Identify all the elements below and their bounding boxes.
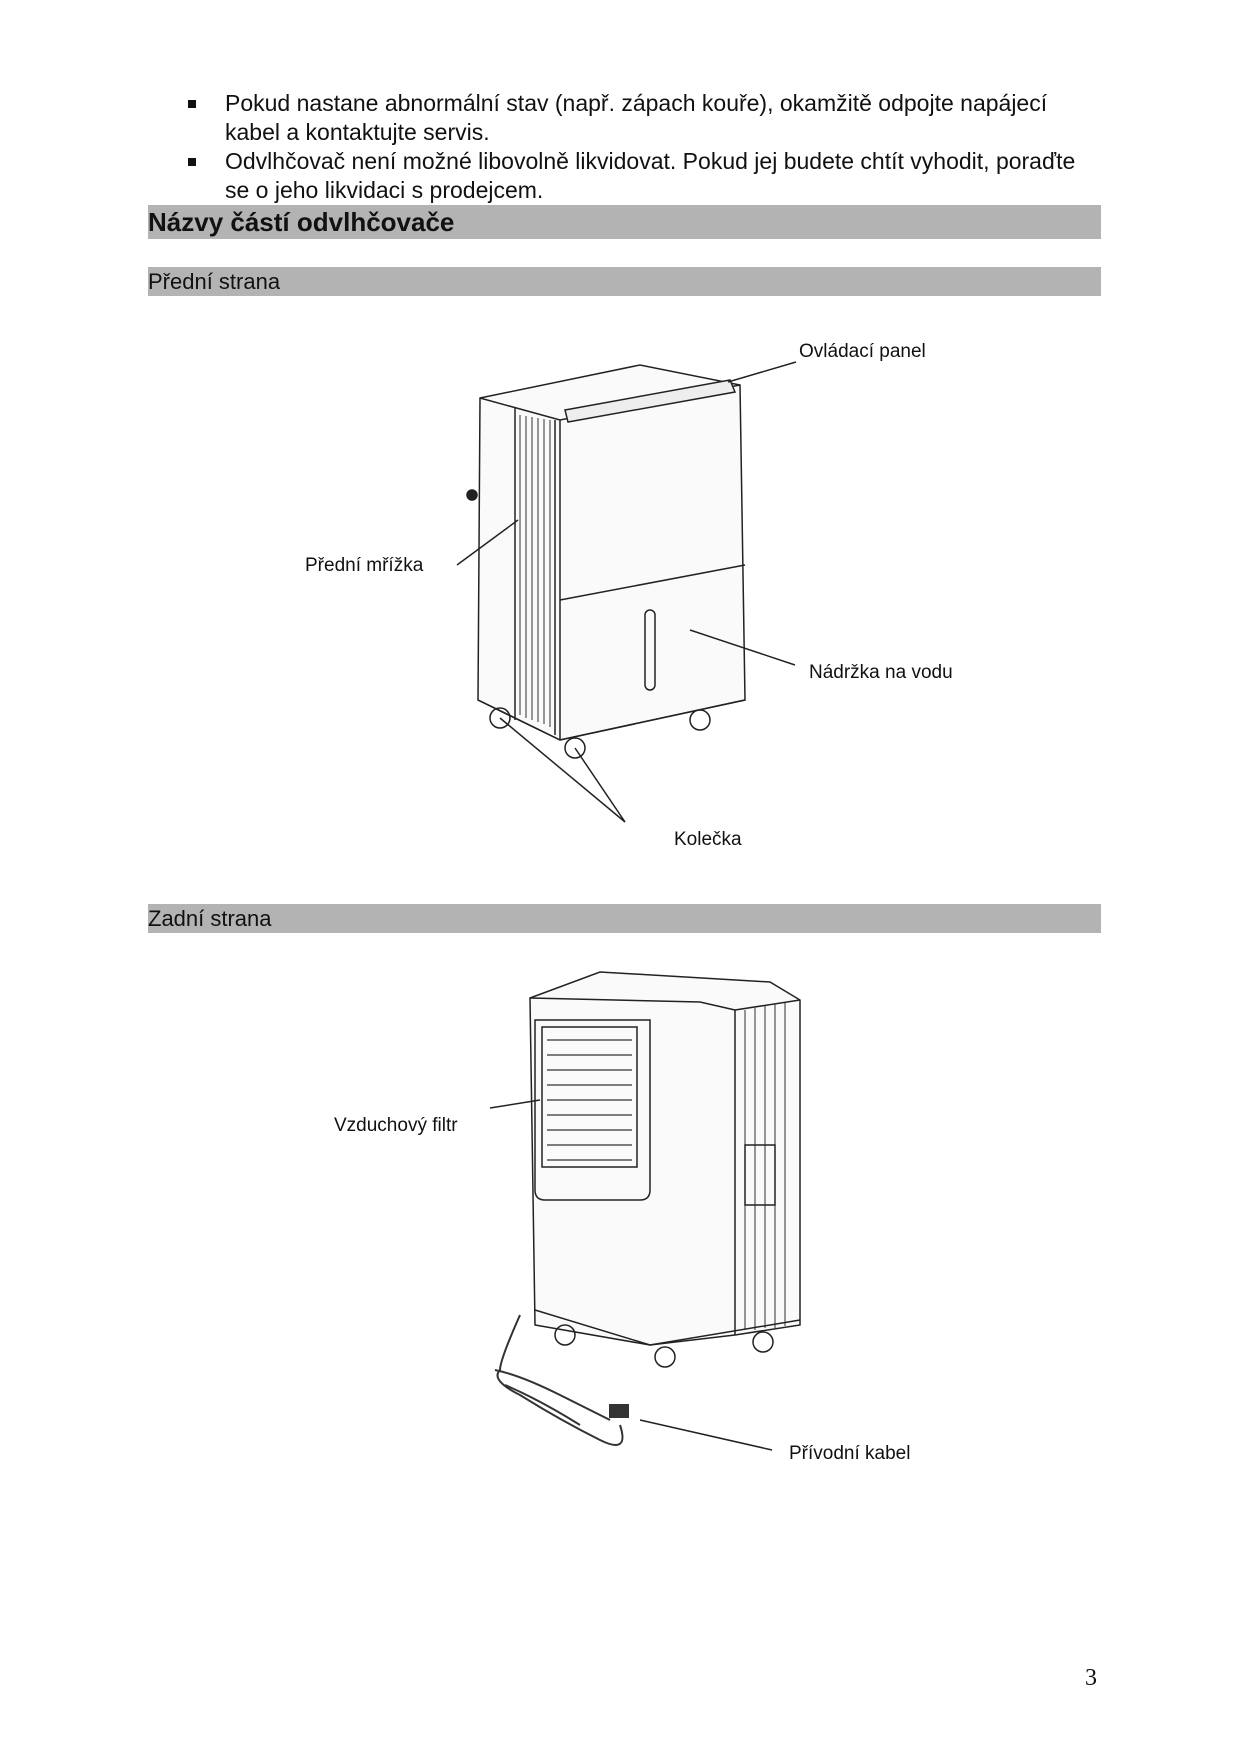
back-subheading: Zadní strana [148,904,1101,933]
label-wheels: Kolečka [674,829,742,850]
label-front-grille: Přední mřížka [305,555,424,576]
label-air-filter: Vzduchový filtr [334,1115,458,1136]
leader-line [639,1419,773,1451]
label-control-panel: Ovládací panel [799,341,926,362]
bullet-marker [188,100,196,108]
leader-line [489,1099,541,1109]
bullet-text: Odvlhčovač není možné libovolně likvidov… [225,148,1076,203]
front-dehumidifier-illustration [466,364,746,759]
section-heading: Názvy částí odvlhčovače [148,205,1101,239]
leader-line [499,717,626,823]
page-number: 3 [1085,1665,1097,1691]
label-power-cord: Přívodní kabel [789,1443,911,1464]
leader-line [456,519,519,566]
leader-line [727,361,797,383]
bullet-text: Pokud nastane abnormální stav (např. záp… [225,90,1048,145]
back-dehumidifier-illustration [529,971,801,1368]
front-subheading: Přední strana [148,267,1101,296]
leader-line [689,629,796,666]
label-water-tank: Nádržka na vodu [809,662,953,683]
power-cord-illustration [494,1314,629,1446]
bullet-marker [188,158,196,166]
